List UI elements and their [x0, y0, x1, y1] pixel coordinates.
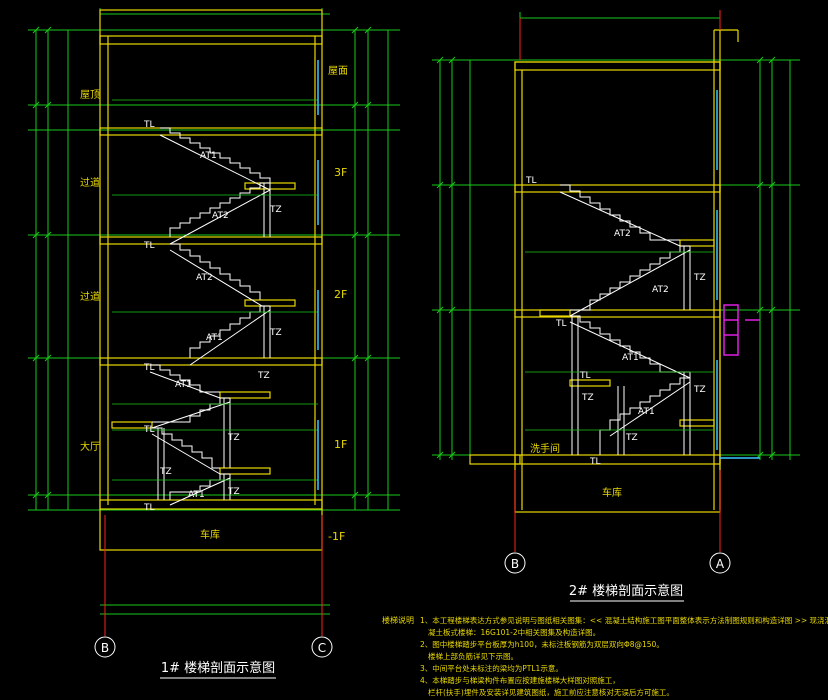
axis-c-bubble — [311, 636, 333, 658]
notes-line: 2、图中楼梯踏步平台板厚为h100，未标注板钢筋为双层双向Φ8@150。 — [420, 639, 664, 649]
floor-label-2f: 2F — [334, 288, 347, 301]
section-1-level-lines — [112, 99, 318, 481]
section-2-level-lines — [525, 251, 714, 431]
flight-label: AT1 — [188, 490, 205, 500]
notes-line: 3、中间平台处未标注的梁均为PTL1示意。 — [420, 663, 563, 673]
notes-line: 楼梯上部负筋详见下示图。 — [428, 651, 518, 661]
section-1-walls — [99, 9, 323, 551]
beam-label: TL — [525, 176, 537, 186]
beam-label: TL — [579, 371, 591, 381]
room-label-garage-1: 车库 — [200, 528, 220, 541]
beam-label: TL — [143, 425, 155, 435]
section-2-axis-lines — [514, 10, 721, 552]
column-label: TZ — [227, 487, 240, 497]
axis-a-bubble — [709, 552, 731, 574]
column-label: TZ — [693, 273, 706, 283]
section-1-drawing: B C 屋面 3F 2F 1F -1F 屋顶 过道 过道 大厅 车库 AT1 A… — [28, 8, 400, 679]
notes-heading: 楼梯说明 — [382, 615, 414, 625]
notes-line: 4、本梯踏步与梯梁构件布置应按建施楼梯大样图对照施工， — [420, 675, 620, 685]
column-label: TZ — [581, 393, 594, 403]
notes-line: 栏杆(扶手)埋件及安装详见建筑图纸，施工前应注意核对无误后方可施工。 — [428, 687, 674, 697]
stair-notes: 楼梯说明 1、本工程楼梯表达方式参见说明与图纸相关图集：<< 混凝土结构施工图平… — [382, 615, 828, 697]
room-label-washroom: 洗手间 — [530, 442, 560, 455]
flight-label: AT1 — [206, 333, 223, 343]
flight-label: AT2 — [652, 285, 669, 295]
beam-label: TL — [143, 503, 155, 513]
beam-label: TL — [143, 120, 155, 130]
axis-b-label-2: B — [511, 557, 519, 571]
flight-label: AT1 — [200, 151, 217, 161]
notes-line: 凝土板式楼梯：16G101-2中相关图集及构造详图。 — [428, 627, 600, 637]
section-2-dimension-ticks — [436, 56, 776, 459]
section-1-title: 1# 楼梯剖面示意图 — [161, 660, 275, 676]
room-label-corridor-2: 过道 — [80, 290, 100, 303]
flight-label: AT1 — [638, 407, 655, 417]
column-label: TZ — [269, 205, 282, 215]
section-2-stair-flights — [559, 184, 691, 455]
column-label: TZ — [159, 467, 172, 477]
room-label-garage-2: 车库 — [602, 486, 622, 499]
floor-label-3f: 3F — [334, 166, 347, 179]
beam-label: TL — [589, 457, 601, 467]
section-1-dimension-ticks — [32, 26, 372, 499]
section-2-title: 2# 楼梯剖面示意图 — [569, 583, 683, 599]
axis-b-bubble-1 — [94, 636, 116, 658]
beam-label: TL — [143, 363, 155, 373]
axis-b-label-1: B — [101, 641, 109, 655]
section-2-drawing: B A 洗手间 车库 AT2 AT2 AT1 AT1 TL TL TL TL T… — [432, 10, 800, 602]
section-2-window — [716, 90, 760, 459]
floor-label-1f: 1F — [334, 438, 347, 451]
flight-label: AT2 — [212, 211, 229, 221]
notes-line: 1、本工程楼梯表达方式参见说明与图纸相关图集：<< 混凝土结构施工图平面整体表示… — [420, 615, 828, 625]
room-label-roof: 屋顶 — [80, 89, 100, 101]
column-label: TZ — [693, 385, 706, 395]
flight-label: AT1 — [175, 380, 192, 390]
column-label: TZ — [257, 371, 270, 381]
column-label: TZ — [227, 433, 240, 443]
section-1-dimension-lines — [28, 8, 400, 620]
section-1-stair-flights — [149, 127, 271, 506]
column-label: TZ — [269, 328, 282, 338]
column-label: TZ — [625, 433, 638, 443]
axis-c-label: C — [318, 641, 326, 655]
floor-label-b1f: -1F — [328, 530, 345, 543]
section-2-detail-marker — [723, 304, 760, 356]
section-1-axis-lines — [104, 515, 323, 636]
section-2-walls — [469, 29, 739, 513]
beam-label: TL — [555, 319, 567, 329]
room-label-corridor-3: 过道 — [80, 176, 100, 189]
flight-label: AT1 — [622, 353, 639, 363]
beam-label: TL — [143, 241, 155, 251]
axis-a-label: A — [716, 557, 725, 571]
room-label-hall: 大厅 — [80, 440, 100, 453]
floor-label-roof: 屋面 — [328, 65, 348, 77]
flight-label: AT2 — [614, 229, 631, 239]
axis-b-bubble-2 — [504, 552, 526, 574]
flight-label: AT2 — [196, 273, 213, 283]
